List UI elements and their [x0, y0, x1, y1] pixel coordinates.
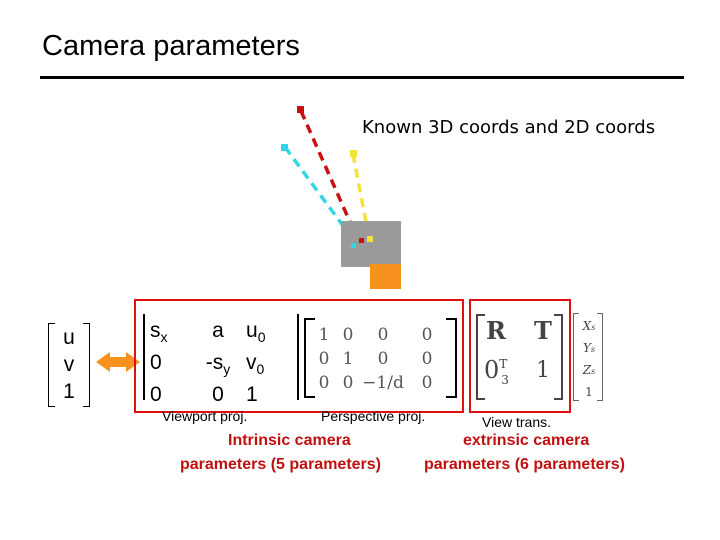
camera-body: [370, 264, 401, 289]
vp-cell-0-2: u0: [246, 319, 266, 346]
double-arrow: [96, 352, 140, 372]
page-title: Camera parameters: [42, 30, 300, 62]
pm-cell-0-1: 0: [342, 325, 354, 345]
uv-one: 1: [63, 380, 75, 403]
uv-right-bracket: [83, 323, 90, 407]
world-vector: Xs Ys Zs 1: [578, 316, 600, 402]
projected-cyan-point: [351, 243, 356, 248]
vp-cell-1-1: -sy: [205, 351, 231, 378]
intrinsic-title: Intrinsic camera: [228, 432, 351, 449]
world-x: Xs: [582, 319, 596, 333]
view-right-bracket: [554, 314, 563, 400]
cyan-point: [281, 144, 288, 151]
uv-left-bracket: [48, 323, 55, 407]
view-left-bracket: [476, 314, 485, 400]
intrinsic-box: [134, 299, 464, 413]
pm-cell-1-3: 0: [421, 349, 433, 369]
viewport-right-bar: [297, 314, 299, 400]
translation-t: T: [534, 316, 552, 345]
pm-cell-0-2: 0: [377, 325, 389, 345]
pm-cell-2-0: 0: [318, 373, 330, 393]
viewport-matrix: sx a u0 0 -sy v0 0 0 1: [150, 318, 290, 408]
known-coords-label: Known 3D coords and 2D coords: [362, 117, 656, 138]
vp-cell-2-0: 0: [150, 383, 162, 407]
rotation-r: R: [486, 316, 506, 345]
cyan-ray: [283, 145, 354, 240]
pm-cell-1-0: 0: [318, 349, 330, 369]
yellow-point: [350, 150, 357, 157]
world-left-bracket: [573, 313, 579, 401]
pm-cell-0-3: 0: [421, 325, 433, 345]
extrinsic-title: extrinsic camera: [463, 432, 590, 449]
persp-left-bracket: [304, 318, 315, 398]
world-y: Ys: [582, 341, 596, 355]
extrinsic-subtitle: parameters (6 parameters): [424, 456, 625, 473]
pm-cell-2-2: −1/d: [362, 373, 404, 393]
vp-cell-1-0: 0: [150, 351, 162, 375]
vp-cell-1-2: v0: [246, 351, 265, 378]
red-ray: [299, 110, 352, 223]
perspective-label: Perspective proj.: [321, 408, 426, 424]
vp-cell-0-1: a: [212, 319, 224, 342]
vp-cell-0-0: sx: [150, 319, 168, 346]
pm-cell-2-3: 0: [421, 373, 433, 393]
title-underline: [40, 76, 684, 79]
pm-cell-0-0: 1: [318, 325, 330, 345]
viewport-left-bar: [143, 314, 145, 400]
pm-cell-2-1: 0: [342, 373, 354, 393]
vp-cell-2-1: 0: [212, 383, 224, 407]
pm-cell-1-2: 0: [377, 349, 389, 369]
uv-vector: u v 1: [56, 324, 82, 405]
uv-v: v: [63, 353, 75, 376]
yellow-ray: [351, 153, 368, 223]
view-one: 1: [536, 358, 550, 383]
viewport-label: Viewport proj.: [162, 408, 248, 424]
image-plane: [341, 221, 401, 267]
persp-right-bracket: [446, 318, 457, 398]
zero-row: 0T3: [484, 356, 509, 387]
vp-cell-2-2: 1: [246, 383, 258, 407]
view-trans-label: View trans.: [482, 414, 551, 430]
world-one: 1: [585, 385, 593, 399]
red-point: [297, 106, 304, 113]
view-matrix: R T 0T3 1: [474, 312, 564, 402]
perspective-matrix: 1 0 0 0 0 1 0 0 0 0 −1/d 0: [312, 323, 448, 395]
extrinsic-box: [469, 299, 571, 413]
intrinsic-subtitle: parameters (5 parameters): [180, 456, 381, 473]
pm-cell-1-1: 1: [342, 349, 354, 369]
uv-u: u: [63, 326, 75, 349]
projected-red-point: [359, 238, 364, 243]
world-right-bracket: [597, 313, 603, 401]
projected-yellow-point: [367, 236, 373, 242]
world-z: Zs: [582, 363, 596, 377]
